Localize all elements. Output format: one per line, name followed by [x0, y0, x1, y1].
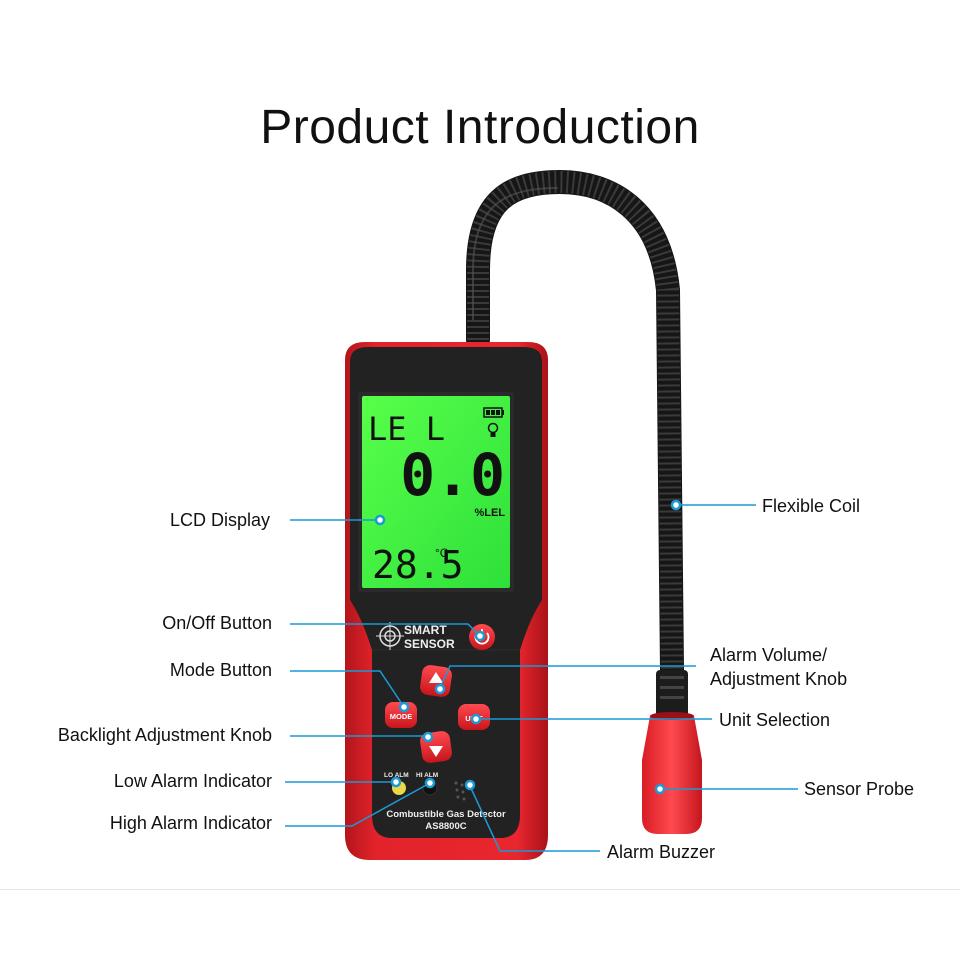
callout-dots [374, 499, 682, 795]
label-backlight-knob: Backlight Adjustment Knob [57, 725, 272, 745]
brand-line2: SENSOR [404, 637, 455, 651]
page-title: Product Introduction [260, 101, 700, 154]
hi-alm-label: HI ALM [416, 772, 438, 779]
lcd-temp-unit-text: °C [435, 546, 449, 560]
model-line1: Combustible Gas Detector [386, 809, 506, 820]
battery-icon [483, 407, 504, 418]
bulb-icon [487, 422, 499, 437]
arrow-down-icon [429, 746, 443, 757]
lcd-temp-text: 28.5 [372, 543, 464, 587]
label-alarm-volume-line1: Alarm Volume/ [710, 645, 828, 665]
label-on-off-button: On/Off Button [162, 613, 272, 633]
sensor-probe [642, 712, 702, 834]
lcd-display: LE L 0.0 %LEL 28.5 °C [358, 392, 514, 592]
buzzer-grille [454, 781, 466, 801]
flexible-coil [466, 169, 688, 718]
lcd-unit-text: %LEL [474, 507, 505, 519]
callout-lines [285, 504, 798, 852]
label-mode-button: Mode Button [169, 660, 272, 680]
lcd-mode-text: LE L [368, 410, 445, 448]
label-alarm-volume-line2: Adjustment Knob [710, 669, 848, 689]
label-sensor-probe: Sensor Probe [804, 779, 915, 799]
label-alarm-buzzer: Alarm Buzzer [607, 842, 716, 862]
label-low-alarm: Low Alarm Indicator [113, 771, 272, 791]
model-line2: AS8800C [425, 821, 466, 832]
brand-line1: SMART [404, 623, 447, 637]
svg-text:MODE: MODE [390, 712, 413, 721]
label-high-alarm: High Alarm Indicator [109, 813, 272, 833]
label-unit-selection: Unit Selection [719, 710, 831, 730]
brand-logo: SMART SENSOR [376, 622, 455, 651]
arrow-up-icon [429, 672, 443, 683]
label-flexible-coil: Flexible Coil [762, 496, 861, 516]
lcd-value-text: 0.0 [400, 441, 505, 509]
footer-divider [0, 889, 960, 890]
lo-alm-label: LO ALM [384, 772, 409, 779]
label-lcd-display: LCD Display [169, 510, 270, 530]
